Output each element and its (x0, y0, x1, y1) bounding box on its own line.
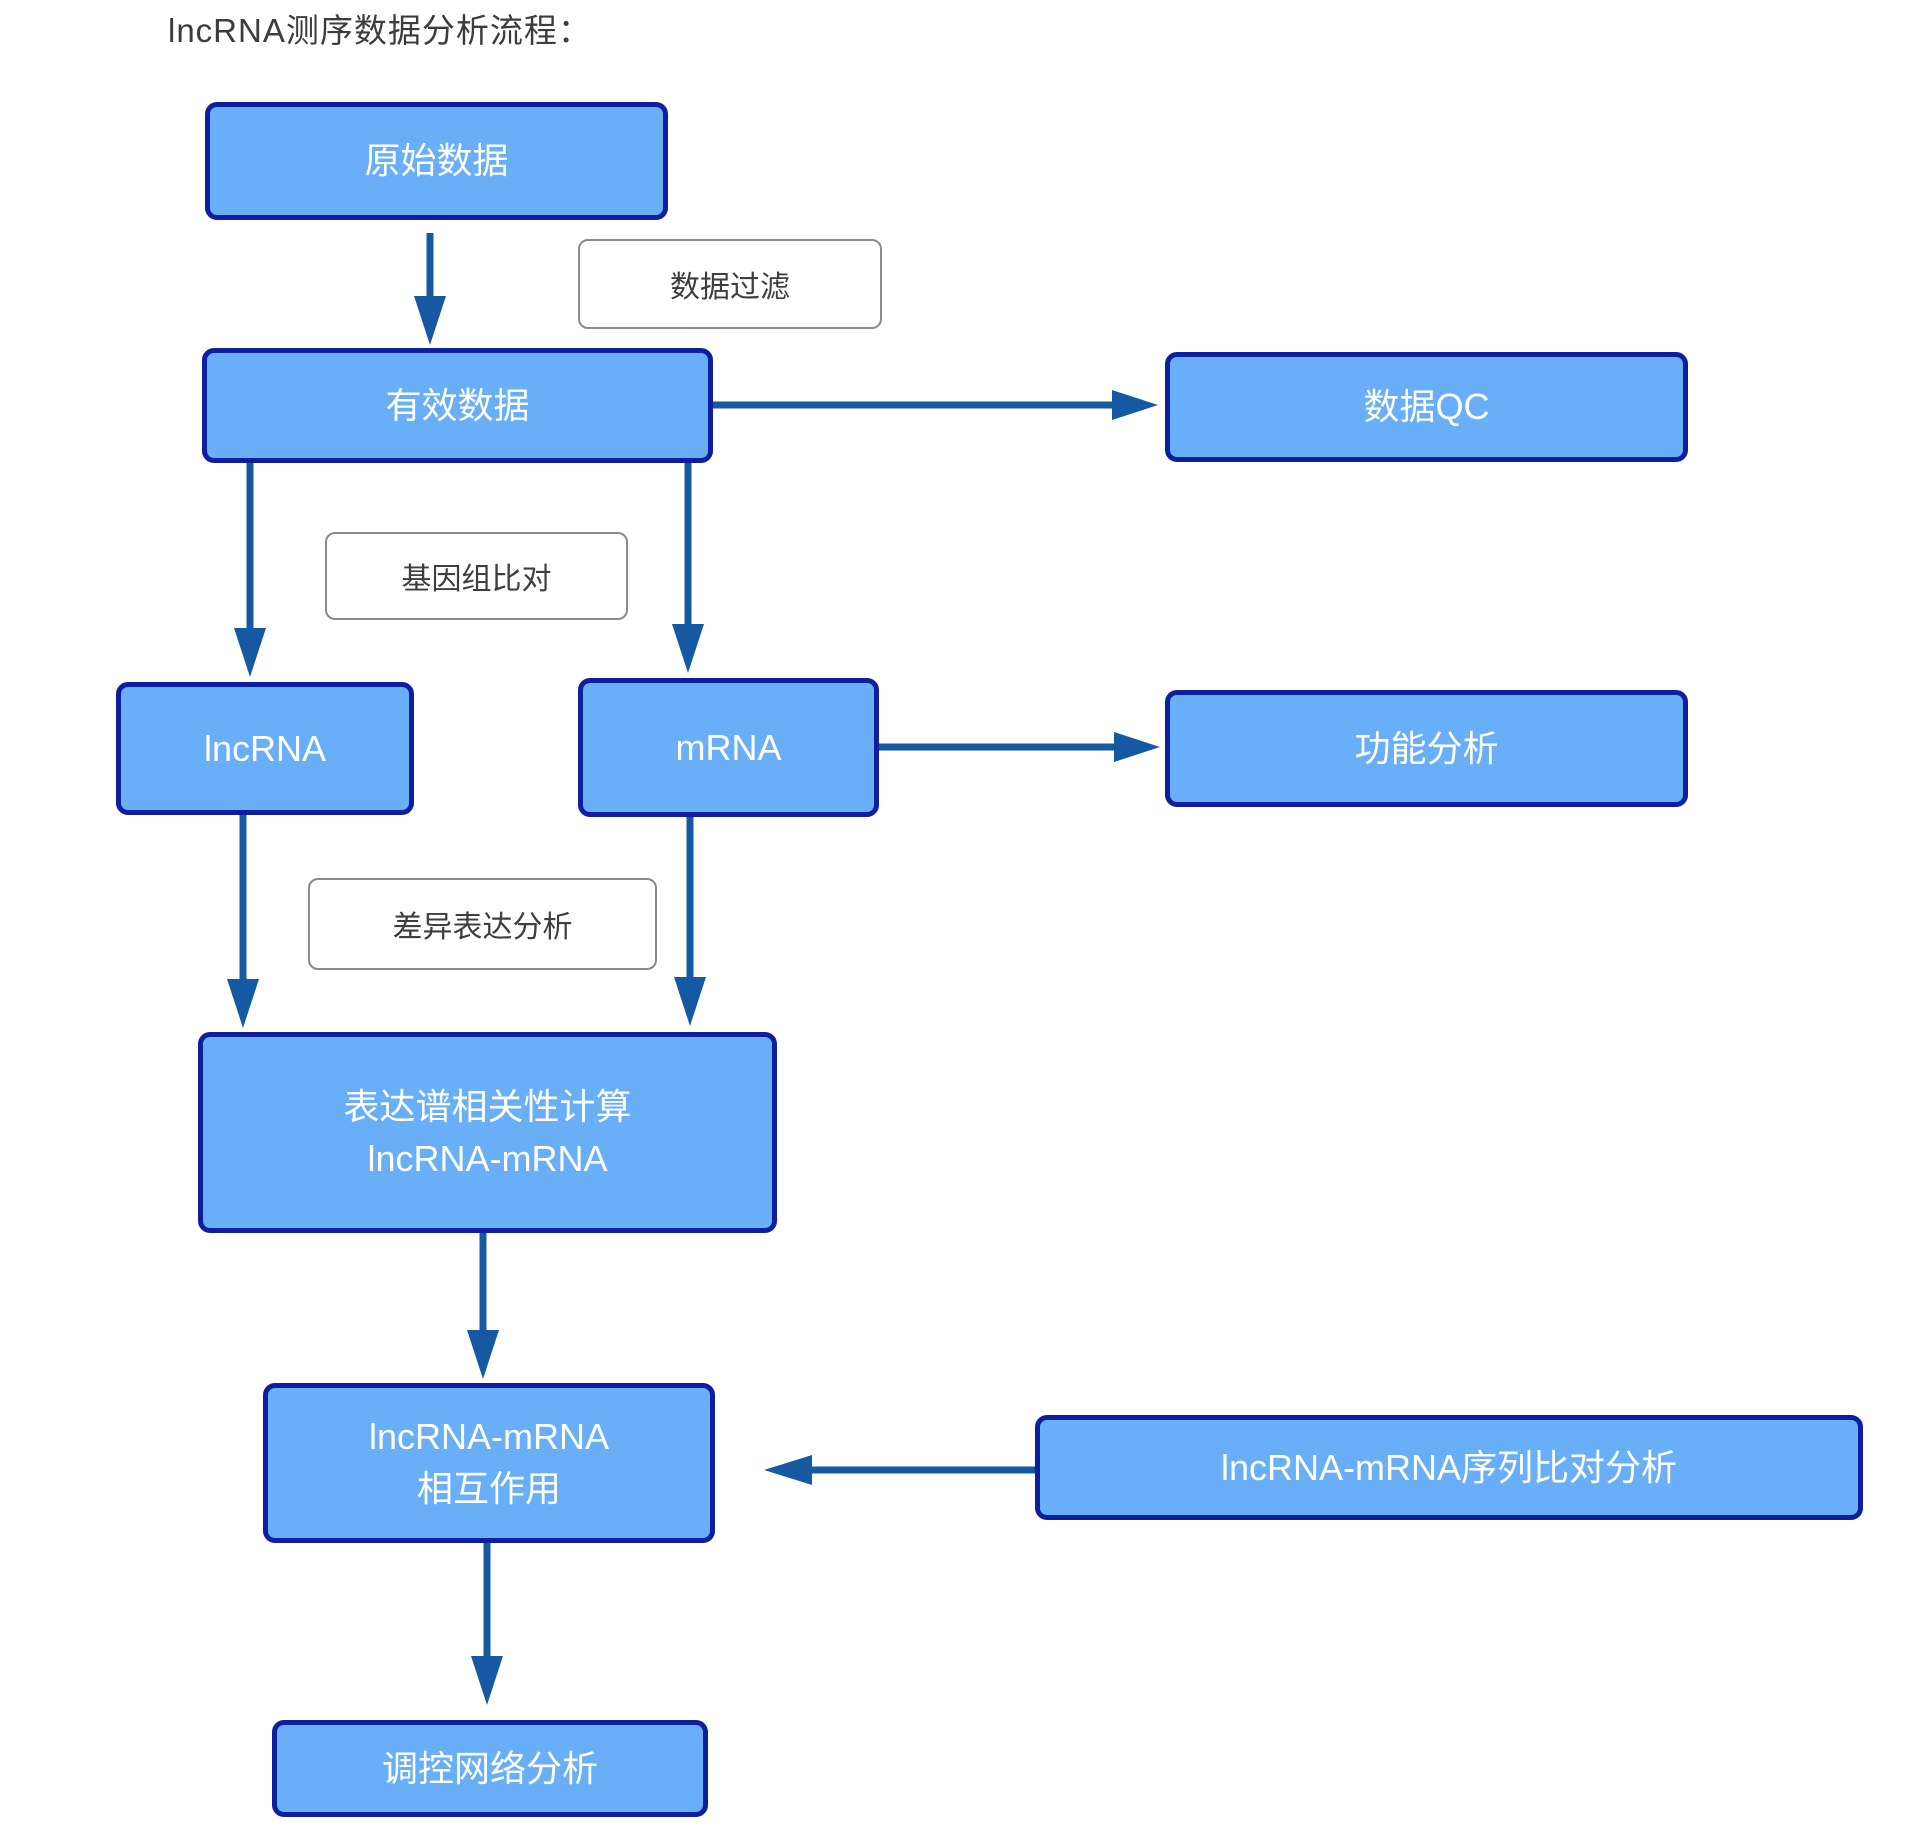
node-lncrna-label: lncRNA (203, 727, 327, 769)
node-lncrna-mrna-interaction-line2: 相互作用 (416, 1468, 561, 1509)
edge-interaction-to-network-arrow (471, 1543, 503, 1705)
edge-valid-to-mrna-arrow (672, 463, 704, 673)
process-label-data-filter: 数据过滤 (578, 239, 882, 329)
edge-arrowhead (234, 628, 266, 677)
edge-mrna-to-corr-arrow (674, 817, 706, 1026)
edge-arrowhead (414, 296, 446, 345)
edge-corr-to-interaction-arrow (467, 1233, 499, 1379)
process-label-data-filter-text: 数据过滤 (670, 271, 790, 304)
page-title: lncRNA测序数据分析流程： (168, 12, 592, 49)
edge-raw-to-valid-arrow (414, 233, 446, 345)
process-label-diff-expression: 差异表达分析 (308, 878, 657, 970)
node-functional-analysis-label: 功能分析 (1354, 727, 1499, 769)
node-regulatory-network-analysis-label: 调控网络分析 (381, 1747, 598, 1789)
process-label-genome-align: 基因组比对 (325, 532, 628, 620)
node-valid-data-label: 有效数据 (385, 384, 530, 426)
node-valid-data: 有效数据 (202, 348, 713, 463)
node-lncrna-mrna-interaction-line1: lncRNA-mRNA (368, 1416, 609, 1457)
node-raw-data: 原始数据 (205, 102, 668, 220)
process-label-genome-align-text: 基因组比对 (401, 563, 552, 596)
node-sequence-alignment-analysis: lncRNA-mRNA序列比对分析 (1035, 1415, 1863, 1520)
edge-arrowhead (672, 624, 704, 673)
node-lncrna-mrna-interaction: lncRNA-mRNA 相互作用 (263, 1383, 715, 1543)
edge-mrna-to-func-arrow (879, 732, 1160, 762)
node-expression-correlation: 表达谱相关性计算 lncRNA-mRNA (198, 1032, 777, 1233)
node-functional-analysis: 功能分析 (1165, 690, 1688, 807)
edge-seqalign-to-interaction-arrow (764, 1455, 1035, 1485)
node-data-qc: 数据QC (1165, 352, 1688, 462)
node-mrna: mRNA (578, 678, 879, 817)
edge-lncrna-to-corr-arrow (227, 815, 259, 1028)
node-sequence-alignment-analysis-label: lncRNA-mRNA序列比对分析 (1220, 1446, 1677, 1488)
node-expression-correlation-line1: 表达谱相关性计算 (343, 1085, 632, 1127)
edge-arrowhead (227, 979, 259, 1028)
node-raw-data-label: 原始数据 (364, 140, 509, 181)
edge-valid-to-qc-arrow (713, 390, 1158, 420)
node-lncrna: lncRNA (116, 682, 414, 815)
edge-arrowhead (764, 1455, 812, 1485)
edge-arrowhead (674, 977, 706, 1026)
edge-arrowhead (471, 1656, 503, 1705)
node-mrna-label: mRNA (675, 726, 782, 768)
edge-arrowhead (467, 1330, 499, 1379)
node-expression-correlation-line2: lncRNA-mRNA (367, 1137, 608, 1179)
node-regulatory-network-analysis: 调控网络分析 (272, 1720, 708, 1817)
process-label-diff-expression-text: 差异表达分析 (392, 911, 573, 944)
edge-valid-to-lncrna-arrow (234, 463, 266, 677)
node-data-qc-label: 数据QC (1363, 386, 1490, 427)
edge-arrowhead (1114, 732, 1160, 762)
edge-arrowhead (1112, 390, 1158, 420)
